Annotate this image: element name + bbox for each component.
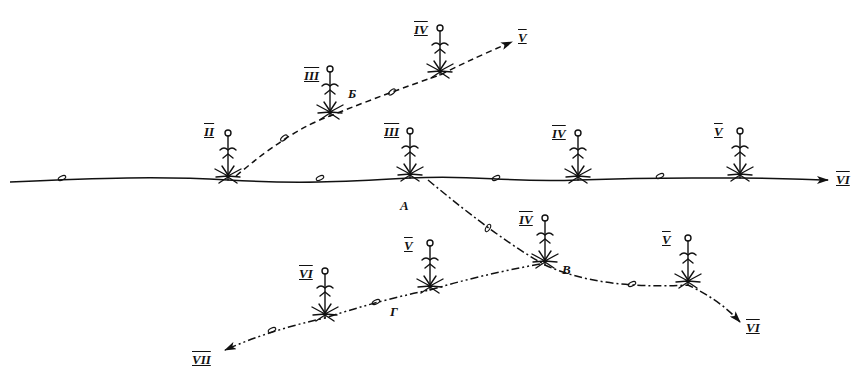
runner-letter: Г — [390, 304, 398, 319]
generation-number: VI — [836, 172, 850, 187]
runner-letter: Б — [348, 86, 356, 101]
generation-number: IV — [552, 126, 566, 141]
generation-number: V — [404, 238, 413, 253]
generation-number: VI — [746, 320, 760, 335]
generation-number: VII — [192, 352, 211, 367]
generation-number: IV — [414, 22, 428, 37]
runner-letter: В — [562, 262, 571, 277]
generation-number: III — [304, 68, 319, 83]
generation-number: VI — [299, 266, 313, 281]
generation-number: III — [384, 124, 399, 139]
generation-number: V — [518, 30, 527, 45]
generation-number: IV — [519, 212, 533, 227]
generation-number: II — [204, 124, 214, 139]
generation-number: V — [714, 124, 723, 139]
runner-letter: А — [400, 198, 409, 213]
generation-number: V — [662, 232, 671, 247]
